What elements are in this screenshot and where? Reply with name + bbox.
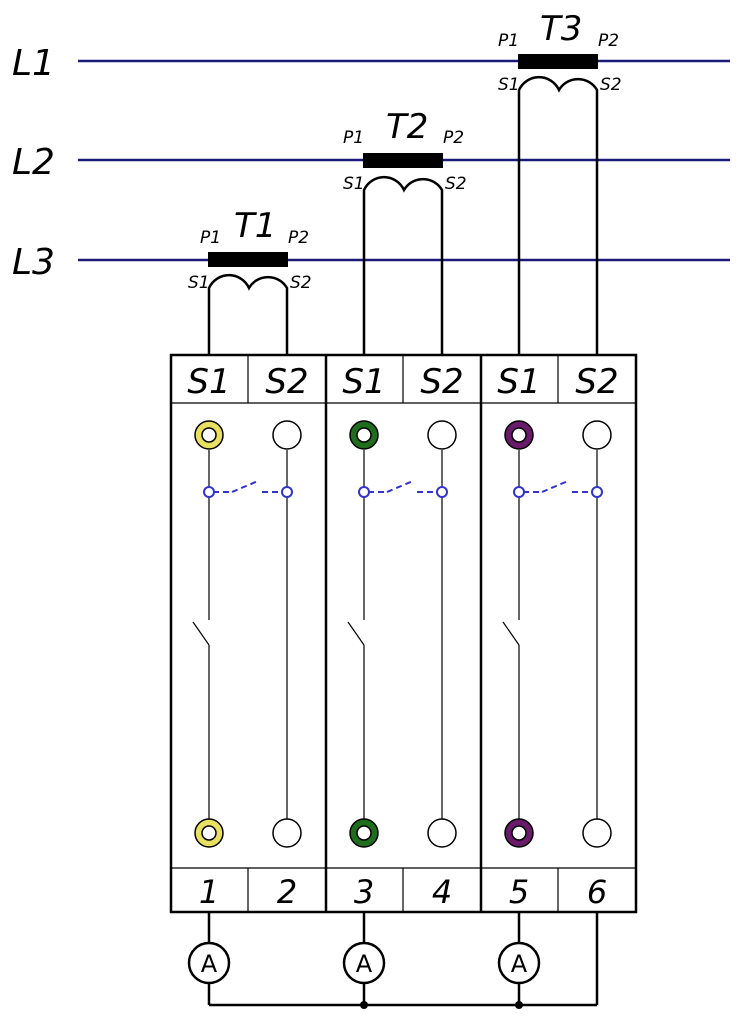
line-l3-label: L3: [12, 242, 55, 283]
ammeter-2: [342, 941, 386, 985]
ct-label-t2: T2: [386, 107, 428, 147]
ct-s1-t2: S1: [343, 174, 365, 194]
line-l2-label: L2: [12, 142, 55, 183]
transformer-t1: T1 P1 P2 S1 S2: [188, 206, 312, 300]
terminal-number-6: 6: [587, 873, 607, 911]
ct-s2-t3: S2: [600, 75, 622, 95]
terminal-block: S1 S2 S1 S2 S1 S2 1 2 3 4 5 6: [169, 353, 638, 914]
switch-contact-1: [192, 621, 210, 646]
terminal-screw-6-bottom: [582, 818, 612, 848]
secondary-wiring: [207, 100, 599, 355]
ct-p1-t2: P1: [343, 128, 364, 148]
ct-core-t3: [518, 54, 598, 69]
ct-p2-t3: P2: [598, 31, 619, 51]
terminal-screw-6-top: [582, 420, 612, 450]
phase-lines: L1 L2 L3: [12, 43, 730, 283]
terminal-number-2: 2: [277, 873, 297, 911]
ct-p2-t1: P2: [288, 228, 309, 248]
terminal-number-5: 5: [509, 873, 529, 911]
ct-core-t1: [208, 252, 288, 267]
ct-p1-t1: P1: [200, 228, 221, 248]
ct-winding-t1: [207, 273, 289, 300]
terminal-screw-4-top: [427, 420, 457, 450]
ct-s1-t3: S1: [498, 75, 520, 95]
shorting-links: [203, 480, 603, 498]
switch-contact-3: [347, 621, 365, 646]
ammeter-circuit: [207, 912, 599, 1007]
ammeter-1-label: A: [201, 950, 218, 978]
ct-label-t3: T3: [540, 9, 582, 49]
ammeter-1: [187, 941, 231, 985]
transformer-t3: T3 P1 P2 S1 S2: [498, 9, 622, 100]
terminal-header-2: S2: [265, 362, 308, 402]
terminal-number-3: 3: [354, 873, 374, 911]
terminal-number-1: 1: [199, 873, 219, 911]
ammeters: A A A: [187, 941, 541, 985]
ct-s2-t2: S2: [445, 174, 467, 194]
terminal-screw-4-bottom: [427, 818, 457, 848]
ct-s1-t1: S1: [188, 273, 210, 293]
switch-contact-5: [502, 621, 520, 646]
ammeter-3: [497, 941, 541, 985]
terminal-header-1: S1: [187, 362, 230, 402]
ammeter-2-label: A: [356, 950, 373, 978]
transformer-t2: T2 P1 P2 S1 S2: [343, 107, 467, 200]
terminal-screws-top: [194, 420, 612, 450]
terminal-block-frame: [169, 353, 638, 914]
terminal-header-5: S1: [497, 362, 540, 402]
ct-s2-t1: S2: [290, 273, 312, 293]
line-l1-label: L1: [12, 43, 55, 84]
ct-winding-t2: [362, 175, 444, 200]
ct-p1-t3: P1: [498, 31, 519, 51]
junction-dots: [360, 1001, 523, 1009]
ct-core-t2: [363, 153, 443, 168]
ammeter-3-label: A: [511, 950, 528, 978]
ct-label-t1: T1: [234, 206, 276, 246]
terminal-header-6: S2: [575, 362, 618, 402]
terminal-screw-2-top: [272, 420, 302, 450]
terminal-screw-2-bottom: [272, 818, 302, 848]
ct-p2-t2: P2: [443, 128, 464, 148]
terminal-header-4: S2: [420, 362, 463, 402]
ct-winding-t3: [517, 75, 599, 100]
terminal-header-3: S1: [342, 362, 385, 402]
terminal-screws-bottom: [194, 818, 612, 848]
terminal-number-4: 4: [432, 873, 452, 911]
